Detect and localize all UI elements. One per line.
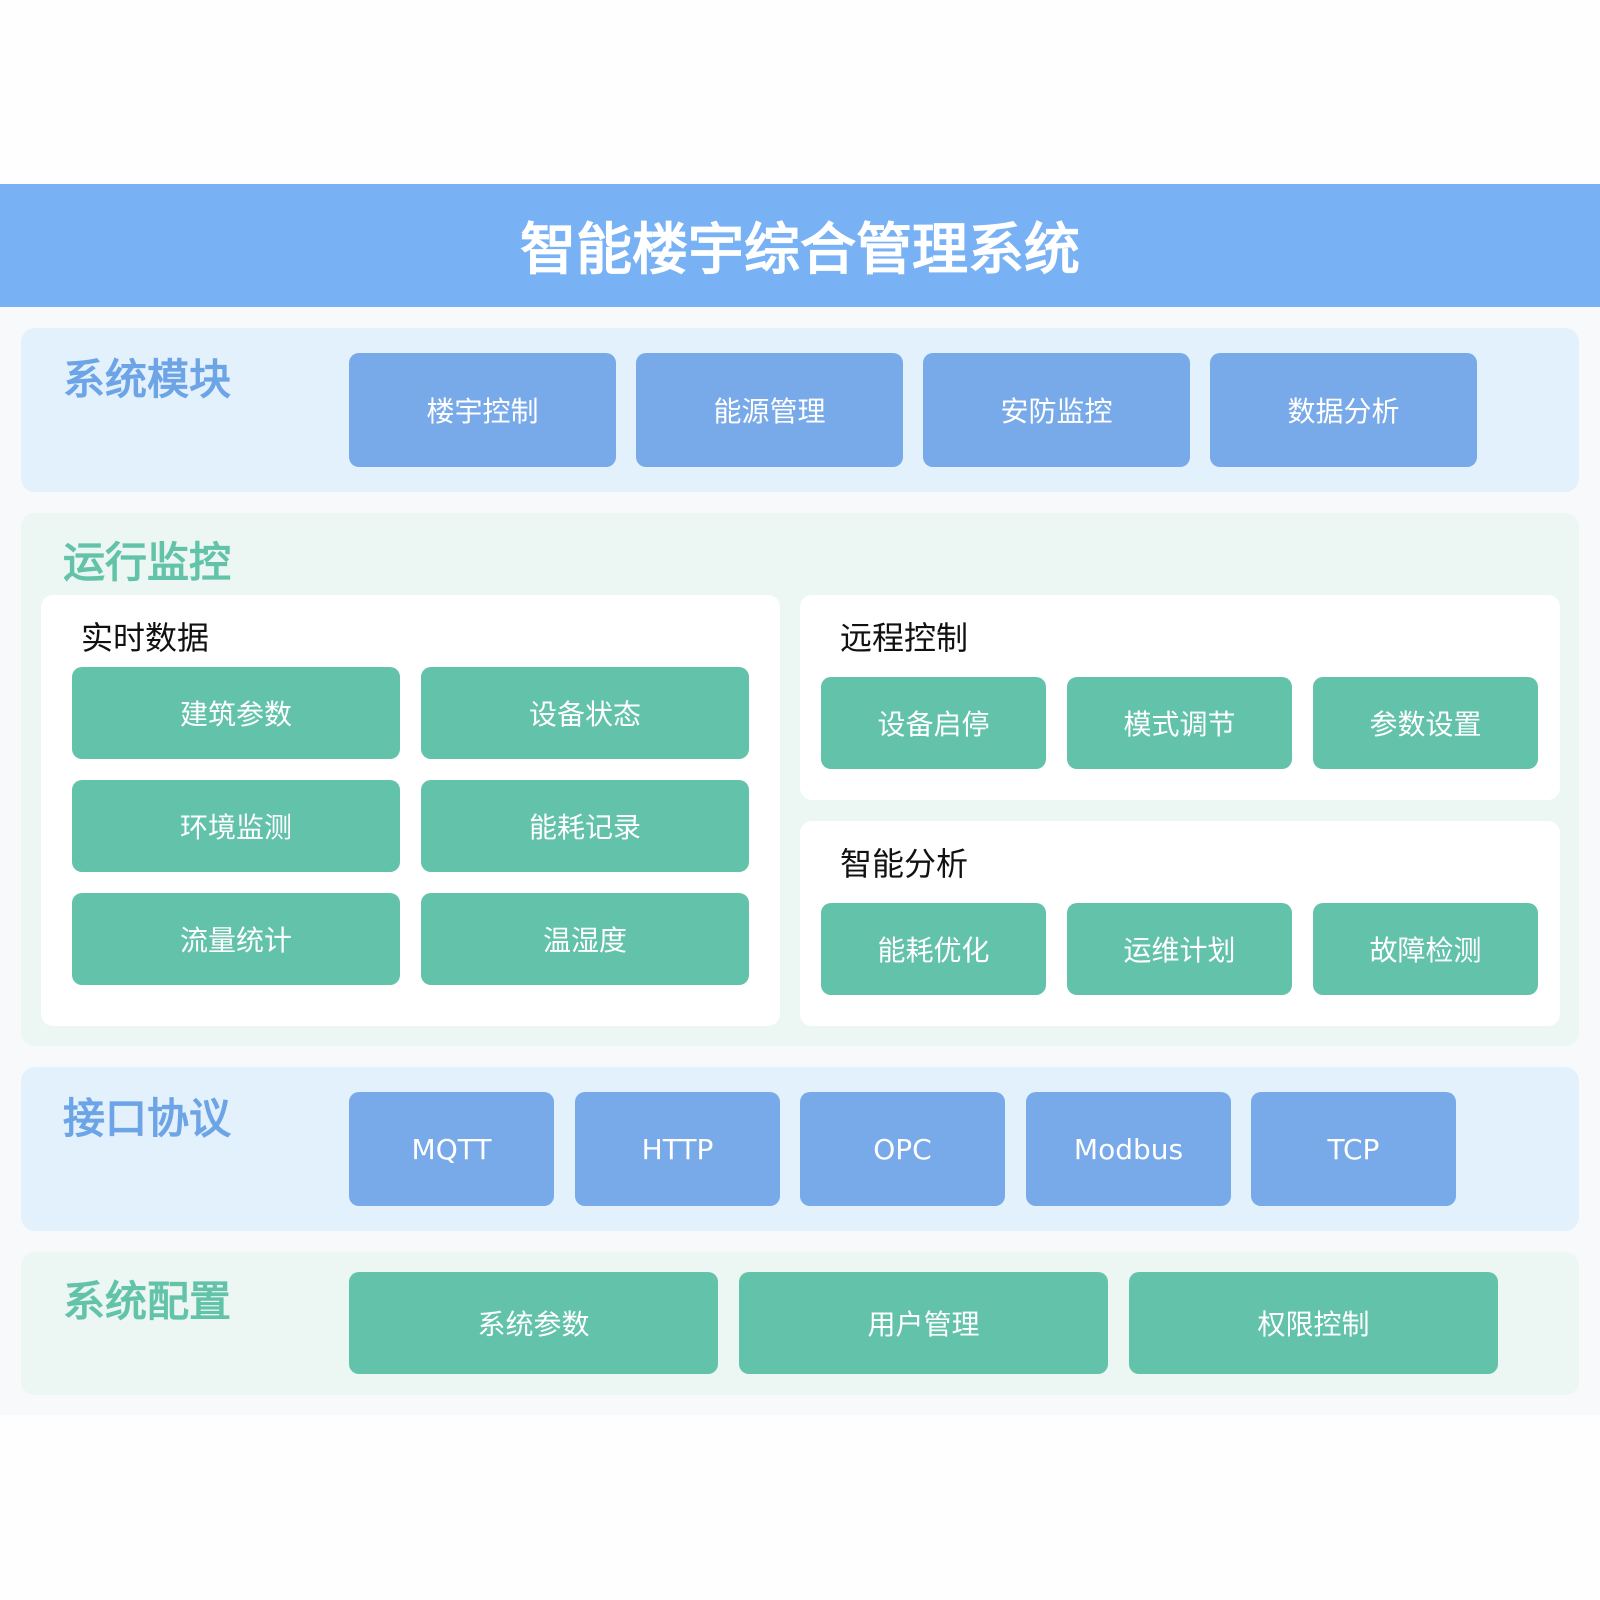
module-energy-management-button[interactable]: 能源管理 bbox=[636, 353, 903, 467]
section-title-operation-monitoring: 运行监控 bbox=[63, 538, 232, 587]
panel-title-smart-analysis: 智能分析 bbox=[840, 845, 969, 883]
panel-title-realtime-data: 实时数据 bbox=[81, 619, 210, 657]
remote-device-start-stop-button[interactable]: 设备启停 bbox=[821, 677, 1046, 769]
protocol-opc-button[interactable]: OPC bbox=[800, 1092, 1005, 1206]
realtime-environment-monitoring-button[interactable]: 环境监测 bbox=[72, 780, 400, 872]
remote-mode-adjust-button[interactable]: 模式调节 bbox=[1067, 677, 1292, 769]
page-title: 智能楼宇综合管理系统 bbox=[520, 218, 1080, 283]
protocol-mqtt-button[interactable]: MQTT bbox=[349, 1092, 554, 1206]
panel-remote-control: 远程控制 设备启停 模式调节 参数设置 bbox=[800, 595, 1560, 800]
section-operation-monitoring: 运行监控 实时数据 建筑参数 设备状态 环境监测 能耗记录 流量统计 温湿度 远… bbox=[21, 513, 1579, 1046]
section-title-interface-protocols: 接口协议 bbox=[63, 1094, 232, 1143]
protocol-modbus-button[interactable]: Modbus bbox=[1026, 1092, 1231, 1206]
analysis-energy-optimization-button[interactable]: 能耗优化 bbox=[821, 903, 1046, 995]
panel-realtime-data: 实时数据 建筑参数 设备状态 环境监测 能耗记录 流量统计 温湿度 bbox=[41, 595, 780, 1026]
realtime-temperature-humidity-button[interactable]: 温湿度 bbox=[421, 893, 749, 985]
module-security-monitoring-button[interactable]: 安防监控 bbox=[923, 353, 1190, 467]
section-title-system-modules: 系统模块 bbox=[63, 355, 232, 404]
module-data-analysis-button[interactable]: 数据分析 bbox=[1210, 353, 1477, 467]
panel-smart-analysis: 智能分析 能耗优化 运维计划 故障检测 bbox=[800, 821, 1560, 1026]
panel-title-remote-control: 远程控制 bbox=[840, 619, 969, 657]
config-permission-control-button[interactable]: 权限控制 bbox=[1129, 1272, 1498, 1374]
realtime-device-status-button[interactable]: 设备状态 bbox=[421, 667, 749, 759]
realtime-building-params-button[interactable]: 建筑参数 bbox=[72, 667, 400, 759]
diagram-canvas: 智能楼宇综合管理系统 系统模块 楼宇控制 能源管理 安防监控 数据分析 运行监控… bbox=[0, 184, 1600, 1415]
config-user-management-button[interactable]: 用户管理 bbox=[739, 1272, 1108, 1374]
module-building-control-button[interactable]: 楼宇控制 bbox=[349, 353, 616, 467]
analysis-fault-detection-button[interactable]: 故障检测 bbox=[1313, 903, 1538, 995]
section-title-system-config: 系统配置 bbox=[63, 1277, 232, 1326]
header-bar: 智能楼宇综合管理系统 bbox=[0, 184, 1600, 307]
section-system-config: 系统配置 系统参数 用户管理 权限控制 bbox=[21, 1252, 1579, 1395]
config-system-params-button[interactable]: 系统参数 bbox=[349, 1272, 718, 1374]
protocol-tcp-button[interactable]: TCP bbox=[1251, 1092, 1456, 1206]
analysis-maintenance-plan-button[interactable]: 运维计划 bbox=[1067, 903, 1292, 995]
realtime-flow-statistics-button[interactable]: 流量统计 bbox=[72, 893, 400, 985]
section-interface-protocols: 接口协议 MQTT HTTP OPC Modbus TCP bbox=[21, 1067, 1579, 1231]
realtime-energy-record-button[interactable]: 能耗记录 bbox=[421, 780, 749, 872]
protocol-http-button[interactable]: HTTP bbox=[575, 1092, 780, 1206]
remote-parameter-settings-button[interactable]: 参数设置 bbox=[1313, 677, 1538, 769]
section-system-modules: 系统模块 楼宇控制 能源管理 安防监控 数据分析 bbox=[21, 328, 1579, 492]
